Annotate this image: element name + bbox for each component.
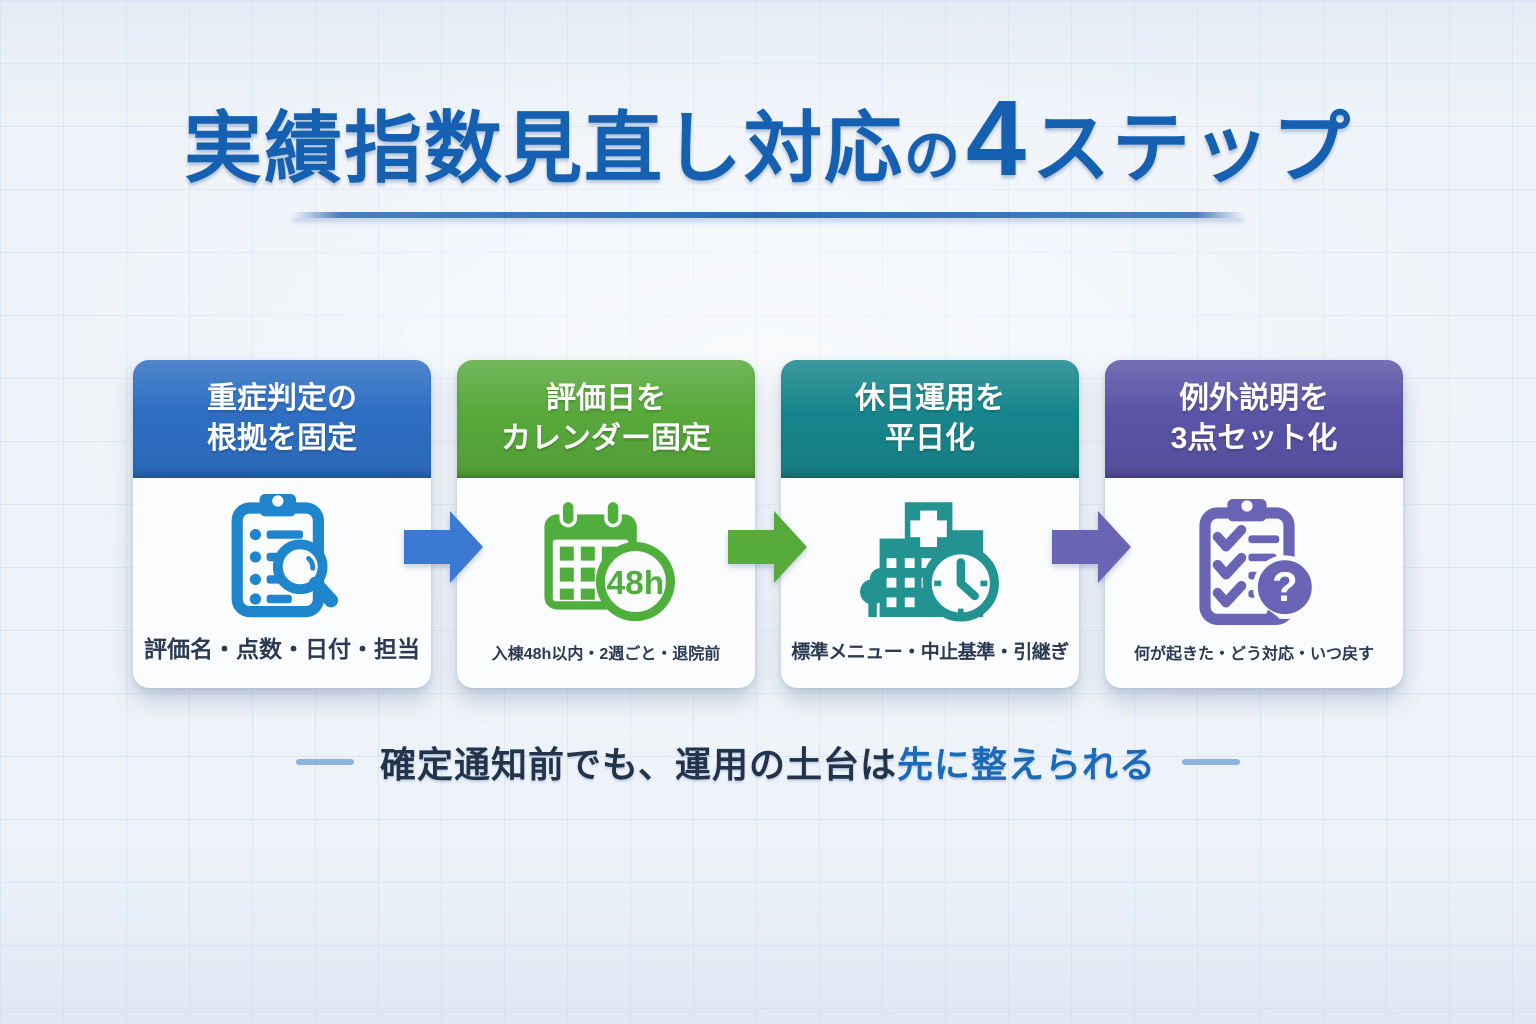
clipboard-magnifier-icon bbox=[133, 478, 431, 630]
arrow-right-icon bbox=[728, 511, 807, 583]
step-1-header-line2: 根拠を固定 bbox=[207, 422, 357, 455]
step-card-1: 重症判定の 根拠を固定 bbox=[133, 360, 431, 688]
step-3-caption: 標準メニュー・中止基準・引継ぎ bbox=[791, 642, 1069, 663]
step-4-header-line2: 3点セット化 bbox=[1170, 422, 1338, 455]
step-4-header: 例外説明を 3点セット化 bbox=[1105, 360, 1403, 478]
step-card-4: 例外説明を 3点セット化 bbox=[1105, 360, 1403, 688]
hospital-clock-icon bbox=[781, 478, 1079, 637]
step-card-3: 休日運用を 平日化 bbox=[781, 360, 1079, 688]
footer-text-emphasis: 先に整えられる bbox=[896, 744, 1156, 785]
title-underline bbox=[292, 212, 1244, 218]
step-3-header-line2: 平日化 bbox=[885, 422, 975, 455]
step-1-header: 重症判定の 根拠を固定 bbox=[133, 360, 431, 478]
step-2-header-line1: 評価日を bbox=[546, 381, 666, 415]
arrow-right-icon bbox=[404, 511, 483, 583]
title-step-count: 4 bbox=[965, 77, 1029, 198]
page-title-text: 実績指数見直し対応 の 4 ステップ bbox=[183, 77, 1353, 198]
footer-tagline: 確定通知前でも、運用の土台は先に整えられる bbox=[0, 736, 1536, 788]
clipboard-question-icon: ? bbox=[1105, 478, 1403, 640]
step-2-caption: 入棟48h以内・2週ごと・退院前 bbox=[491, 646, 721, 663]
calendar-48h-icon: 48h bbox=[457, 478, 755, 640]
step-2-header: 評価日を カレンダー固定 bbox=[457, 360, 755, 478]
step-1-caption: 評価名・点数・日付・担当 bbox=[144, 636, 420, 662]
title-main: 実績指数見直し対応 bbox=[183, 104, 904, 192]
footer-dash-left bbox=[296, 759, 355, 765]
title-particle: の bbox=[903, 124, 962, 187]
footer-dash-right bbox=[1181, 759, 1240, 765]
step-3-header: 休日運用を 平日化 bbox=[781, 360, 1079, 478]
arrow-right-icon bbox=[1052, 511, 1131, 583]
title-suffix: ステップ bbox=[1032, 104, 1353, 192]
step-4-caption: 何が起きた・どう対応・いつ戻す bbox=[1133, 646, 1374, 663]
question-bubble-text: ? bbox=[1272, 563, 1298, 610]
footer-text-normal: 確定通知前でも、運用の土台は bbox=[380, 744, 897, 785]
page-title: 実績指数見直し対応 の 4 ステップ bbox=[0, 77, 1536, 218]
step-1-header-line1: 重症判定の bbox=[207, 381, 357, 415]
step-card-2: 評価日を カレンダー固定 48h bbox=[457, 360, 755, 688]
steps-row: 重症判定の 根拠を固定 bbox=[0, 360, 1536, 688]
step-4-header-line1: 例外説明を bbox=[1179, 381, 1329, 415]
step-2-header-line2: カレンダー固定 bbox=[501, 422, 711, 455]
step-3-header-line1: 休日運用を bbox=[855, 381, 1005, 415]
footer-text: 確定通知前でも、運用の土台は先に整えられる bbox=[380, 736, 1156, 788]
calendar-badge-text: 48h bbox=[606, 565, 664, 602]
